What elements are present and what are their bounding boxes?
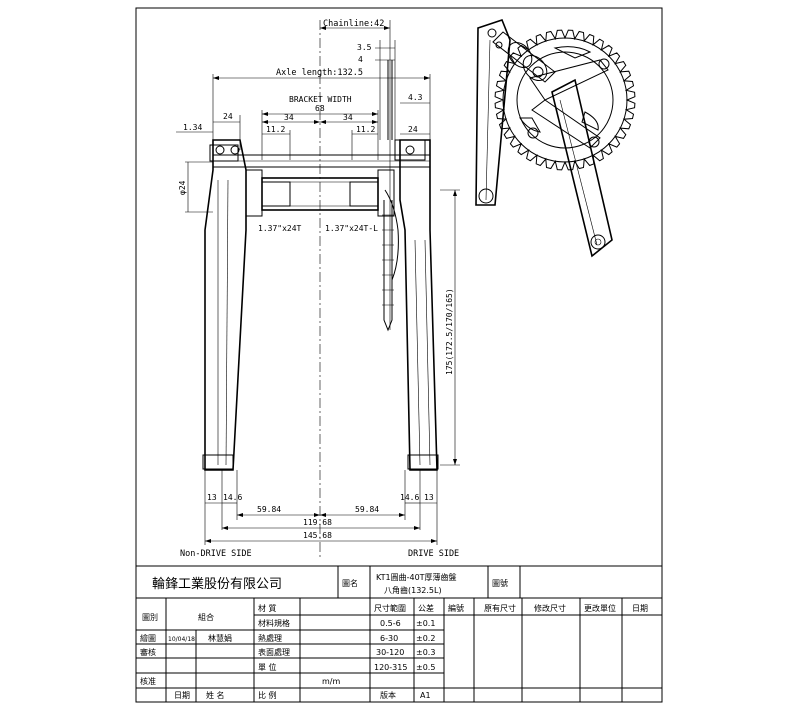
section-view [176,20,460,560]
right-crank-arm [399,139,438,471]
drawing-number-label: 圖號 [492,578,508,588]
dim-11-2-right: 11.2 [356,125,375,134]
checked-label: 審核 [140,647,156,657]
drawn-date: 10/04/18 [168,636,195,643]
dimension-labels: Chainline:42 3.5 4 Axle length:132.5 4.3… [178,19,459,559]
chainring-outline [494,29,636,171]
dim-phi-24: φ24 [178,180,187,195]
pedal-hole-non-drive [478,188,494,204]
mod-size-header: 修改尺寸 [534,603,566,613]
left-bearing-cup [245,169,263,217]
heat-treat-label: 熱處理 [258,633,282,643]
part-name-line1: KT1圓曲-40T厚薄齒盤 [376,572,457,582]
crank-length-label: 175(172.5/170/165) [445,288,454,375]
rev-number-header: 編號 [448,603,464,613]
drawn-name: 林慧娟 [208,633,232,643]
size-range-3: 30-120 [376,648,404,657]
material-label: 材 質 [258,603,277,613]
approved-label: 核准 [140,676,156,686]
dim-34-right: 34 [343,113,353,122]
size-range-1: 0.5-6 [380,619,401,628]
size-range-header: 尺寸範圍 [374,603,406,613]
chainring-teeth [494,29,636,171]
part-name-line2: 八角齒(132.5L) [384,585,442,595]
spider-arm-1 [529,59,609,101]
date-label: 日期 [174,691,190,700]
drive-crank-arm [551,78,613,258]
dim-11-2-left: 11.2 [266,125,285,134]
non-drive-side-label: Non-DRIVE SIDE [180,549,252,559]
dim-1-34: 1.34 [183,123,202,132]
version-value: A1 [420,691,431,700]
pedal-hole-drive [590,234,606,250]
axle-length-label: Axle length:132.5 [276,68,363,78]
thread-left-label: 1.37"x24T [258,224,302,233]
tolerance-2: ±0.2 [416,634,435,643]
dim-3-5: 3.5 [357,43,372,52]
unit-label: 單 位 [258,662,277,672]
chainring-profile [382,60,399,332]
thread-right-label: 1.37"x24T-L [325,224,378,233]
drawing-border [135,7,663,703]
mod-unit-header: 更改單位 [584,603,616,613]
size-range-4: 120-315 [374,663,407,672]
size-range-2: 6-30 [380,634,398,643]
dim-59-84-right: 59.84 [355,505,379,514]
dim-24-left: 24 [223,112,233,121]
left-crank-arm [204,139,247,471]
chainline-label: Chainline:42 [323,19,384,29]
unit-value: m/m [322,677,340,686]
drawn-label: 繪圖 [140,633,156,643]
date-header: 日期 [632,604,648,613]
category-label: 圖別 [142,613,158,622]
crank-bolt-left-2 [230,145,240,155]
dim-14-6-left: 14.6 [223,493,242,502]
surface-label: 表面處理 [258,647,290,657]
dim-59-84-left: 59.84 [257,505,281,514]
dim-34-left: 34 [284,113,294,122]
material-spec-label: 材料規格 [258,618,290,628]
dim-4-3: 4.3 [408,93,423,102]
bracket-width-label: BRACKET WIDTH [289,95,352,104]
crank-bolt-left [215,145,225,155]
tolerance-4: ±0.5 [416,663,435,672]
chainring-bolt-1 [598,58,610,70]
iso-axle [492,31,556,83]
dim-13-left: 13 [207,493,217,502]
non-drive-crank-arm [475,19,511,206]
orig-size-header: 原有尺寸 [484,603,516,613]
version-label: 版本 [380,690,396,700]
tolerance-3: ±0.3 [416,648,435,657]
tolerance-header: 公差 [418,603,434,613]
dim-14-6-right: 14.6 [400,493,419,502]
right-bearing-cup [377,169,395,217]
dim-119-68: 119.68 [303,518,332,527]
dim-68: 68 [315,104,325,113]
name-header: 姓 名 [206,690,225,700]
drive-side-label: DRIVE SIDE [408,549,459,559]
dim-24-right: 24 [408,125,418,134]
tolerance-1: ±0.1 [416,619,435,628]
chainring-inner-circle [502,37,628,163]
dim-145-68: 145.68 [303,531,332,540]
dim-13-right: 13 [424,493,434,502]
category-value: 組合 [198,612,214,622]
title-block: 輪鋒工業股份有限公司 圖名 KT1圓曲-40T厚薄齒盤 八角齒(132.5L) … [136,565,662,702]
chainring-bolt-3 [527,127,539,139]
company-name: 輪鋒工業股份有限公司 [152,576,282,592]
drawing-name-label: 圖名 [342,578,358,588]
scale-label: 比 例 [258,690,277,700]
dim-4: 4 [358,55,363,64]
isometric-crankset [475,19,636,258]
